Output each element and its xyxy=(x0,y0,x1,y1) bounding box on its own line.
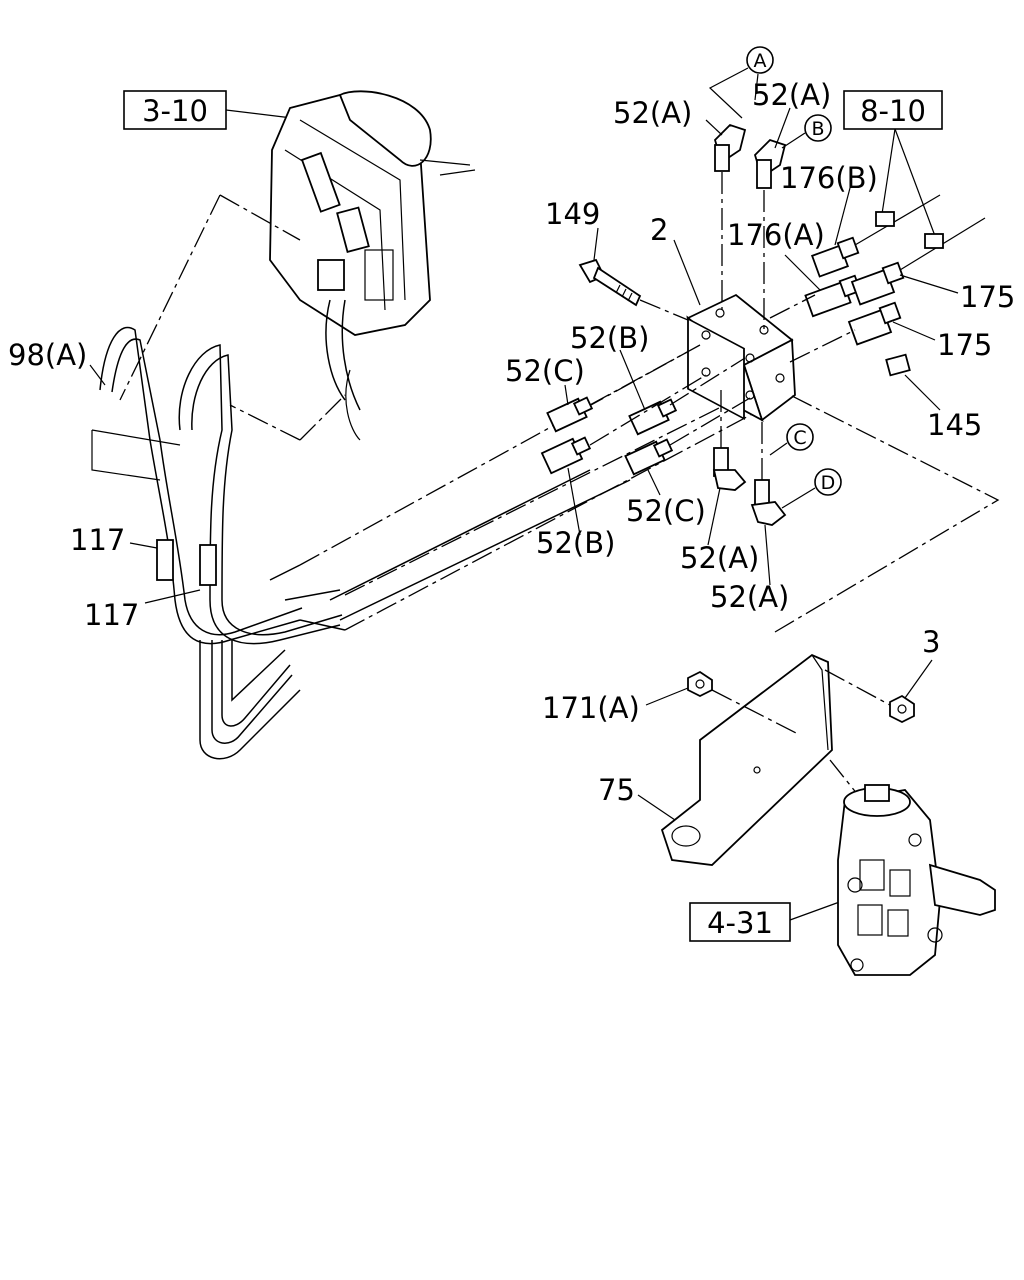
circle-marker-c: C xyxy=(786,423,814,451)
svg-text:8-10: 8-10 xyxy=(860,94,926,128)
nut-171a[interactable] xyxy=(687,670,713,698)
label-175-lower: 175 xyxy=(937,328,992,362)
fitting-52a-bottom-2[interactable] xyxy=(750,479,787,526)
fitting-52a-top-2[interactable] xyxy=(753,138,787,189)
fitting-52b-lower[interactable] xyxy=(540,436,592,475)
svg-text:A: A xyxy=(754,50,767,72)
label-52a-3: 52(A) xyxy=(680,541,759,575)
distribution-block[interactable] xyxy=(686,293,796,422)
circle-marker-a: A xyxy=(746,46,774,74)
ref-box-4-31[interactable]: 4-31 xyxy=(689,902,791,942)
label-175-upper: 175 xyxy=(960,280,1015,314)
label-171a: 171(A) xyxy=(542,691,640,725)
fitting-52c-lower[interactable] xyxy=(624,438,674,476)
label-117-1: 117 xyxy=(70,523,125,557)
switch-176a[interactable] xyxy=(804,274,862,318)
nut-3[interactable] xyxy=(889,694,915,724)
steering-gear-unit xyxy=(837,784,996,976)
pipe-clip-117-b xyxy=(199,544,217,586)
ref-box-3-10[interactable]: 3-10 xyxy=(123,90,227,130)
bolt-149[interactable] xyxy=(578,258,642,307)
switch-175-upper[interactable] xyxy=(850,261,905,306)
label-75: 75 xyxy=(598,773,635,807)
connector-8-10-b xyxy=(924,233,944,249)
connector-8-10-a xyxy=(875,211,895,227)
label-52a-4: 52(A) xyxy=(710,580,789,614)
circle-marker-b: B xyxy=(804,114,832,142)
svg-text:D: D xyxy=(821,472,836,494)
label-52c-2: 52(C) xyxy=(626,494,706,528)
svg-text:B: B xyxy=(811,118,824,140)
fitting-52a-top-1[interactable] xyxy=(713,123,747,172)
label-52b-2: 52(B) xyxy=(536,526,615,560)
brake-master-cylinder-assembly xyxy=(269,90,476,441)
switch-176b[interactable] xyxy=(810,236,860,278)
label-98a: 98(A) xyxy=(8,338,87,372)
svg-text:3-10: 3-10 xyxy=(142,94,208,128)
fitting-52c-left[interactable] xyxy=(546,396,594,433)
switch-175-lower[interactable] xyxy=(847,301,902,346)
bleeder-145[interactable] xyxy=(885,353,911,377)
ref-box-8-10[interactable]: 8-10 xyxy=(843,90,943,130)
circle-marker-d: D xyxy=(814,468,842,496)
label-52b-1: 52(B) xyxy=(570,321,649,355)
pipe-clip-117-a xyxy=(156,539,174,581)
label-149: 149 xyxy=(545,197,600,231)
label-117-2: 117 xyxy=(84,598,139,632)
bracket-75[interactable] xyxy=(660,653,833,866)
label-52c-1: 52(C) xyxy=(505,354,585,388)
fitting-52a-bottom-1[interactable] xyxy=(712,447,747,491)
label-176a: 176(A) xyxy=(727,218,825,252)
label-145: 145 xyxy=(927,408,982,442)
svg-text:4-31: 4-31 xyxy=(707,906,773,940)
label-176b: 176(B) xyxy=(780,161,878,195)
label-52a-1: 52(A) xyxy=(613,96,692,130)
label-52a-2: 52(A) xyxy=(752,78,831,112)
brake-pipe-bundle xyxy=(99,326,346,760)
svg-text:C: C xyxy=(793,427,806,449)
label-2: 2 xyxy=(650,213,668,247)
label-3: 3 xyxy=(922,625,940,659)
